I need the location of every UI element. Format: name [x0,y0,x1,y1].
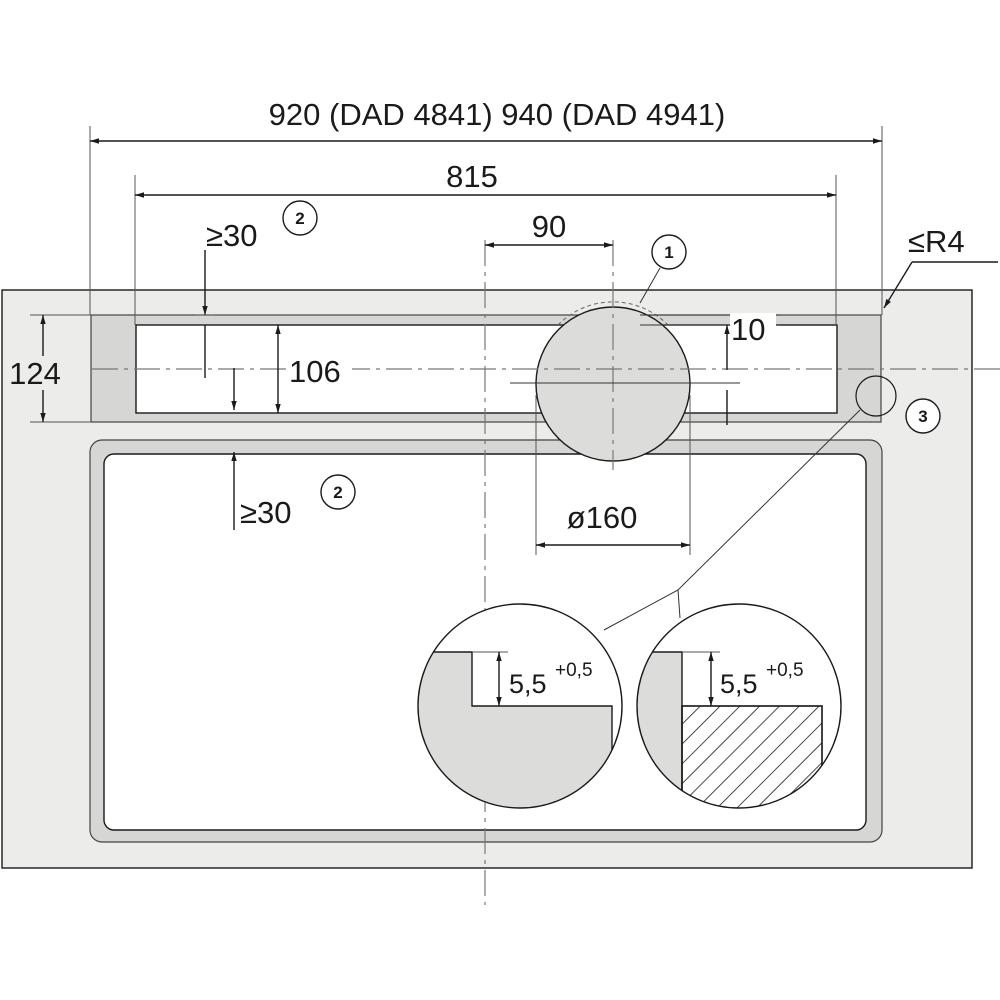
corner-detail-marker [855,375,897,417]
offset-label: 90 [532,209,566,244]
callout-3 [905,398,941,434]
callout-2-bottom [320,474,356,510]
cutout-height-label: 106 [289,354,341,389]
radius-label: ≤R4 [908,224,965,259]
svg-text:2: 2 [295,209,304,228]
svg-text:2: 2 [333,483,342,502]
rebate-right-label: 5,5 [720,669,758,699]
callout-2-top [282,200,318,236]
overall-width-label: 920 (DAD 4841) 940 (DAD 4941) [269,97,726,132]
inner-width-label: 815 [446,159,498,194]
clearance-bottom-label: ≥30 [240,495,292,530]
detail-view-left: 5,5 +0,5 [417,603,623,809]
rebate-left-tolerance: +0,5 [555,660,593,681]
edge-gap-label: 10 [731,312,765,347]
duct-diameter-label: ø160 [567,500,638,535]
svg-text:1: 1 [664,243,673,262]
total-height-label: 124 [9,356,61,391]
svg-text:3: 3 [918,407,927,426]
callout-1 [651,234,687,270]
rebate-right-tolerance: +0,5 [766,660,804,681]
rebate-left-label: 5,5 [509,669,547,699]
clearance-top-label: ≥30 [206,218,258,253]
